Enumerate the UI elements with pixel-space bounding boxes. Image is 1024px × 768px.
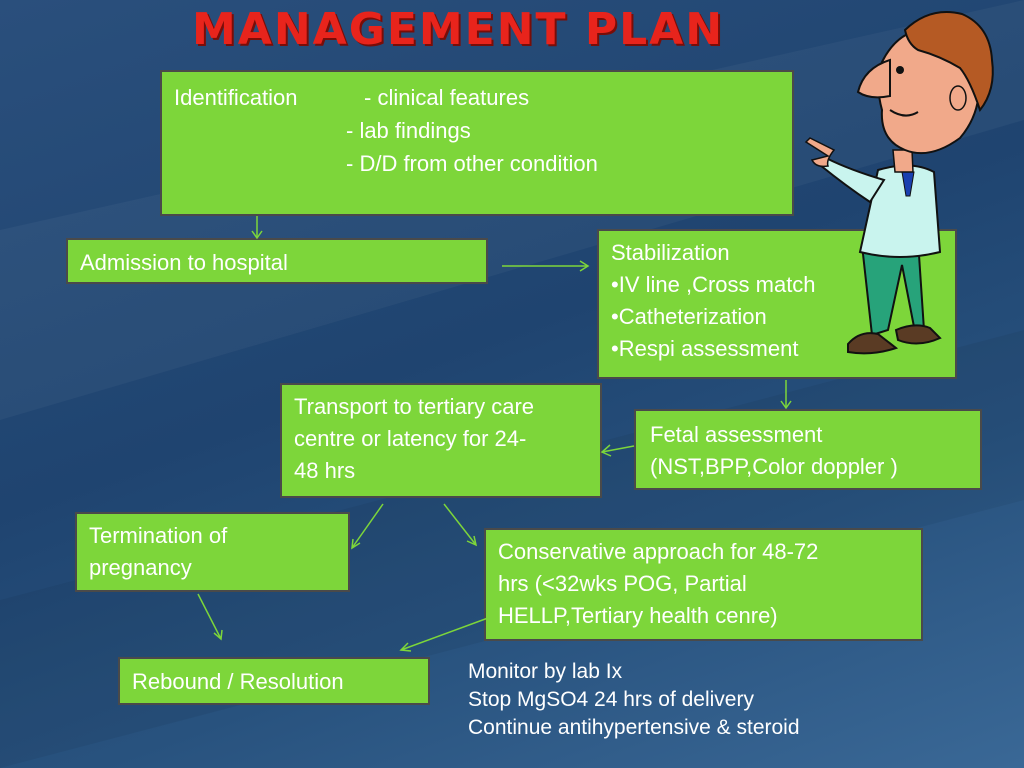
arrow-fetal-to-transport bbox=[600, 444, 635, 457]
admission-label: Admission to hospital bbox=[80, 250, 288, 275]
note-line: Monitor by lab Ix bbox=[468, 660, 623, 683]
identification-item: - D/D from other condition bbox=[346, 151, 598, 176]
conservative-line: hrs (<32wks POG, Partial bbox=[498, 571, 747, 596]
stabilization-line: •Respi assessment bbox=[611, 336, 799, 361]
note-line: Stop MgSO4 24 hrs of delivery bbox=[468, 688, 754, 711]
transport-box: Transport to tertiary care centre or lat… bbox=[280, 383, 602, 498]
identification-item: - clinical features bbox=[364, 85, 530, 110]
fetal-line: (NST,BPP,Color doppler ) bbox=[650, 454, 898, 479]
conservative-line: HELLP,Tertiary health cenre) bbox=[498, 603, 778, 628]
conservative-box: Conservative approach for 48-72 hrs (<32… bbox=[484, 528, 923, 641]
note-line: Continue antihypertensive & steroid bbox=[468, 716, 800, 739]
admission-box: Admission to hospital bbox=[66, 238, 488, 284]
transport-line: centre or latency for 24- bbox=[294, 426, 527, 451]
arrow-termination-to-rebound bbox=[197, 593, 223, 641]
stabilization-line: Stabilization bbox=[611, 240, 730, 265]
termination-line: Termination of bbox=[89, 523, 228, 548]
monitoring-notes: Monitor by lab Ix Stop MgSO4 24 hrs of d… bbox=[468, 658, 800, 742]
identification-label: Identification bbox=[174, 85, 298, 110]
stabilization-line: •Catheterization bbox=[611, 304, 767, 329]
fetal-assessment-box: Fetal assessment (NST,BPP,Color doppler … bbox=[634, 409, 982, 490]
rebound-label: Rebound / Resolution bbox=[132, 669, 344, 694]
stabilization-line: •IV line ,Cross match bbox=[611, 272, 816, 297]
arrow-transport-to-termination bbox=[351, 503, 384, 550]
fetal-line: Fetal assessment bbox=[650, 422, 823, 447]
arrow-identification-to-admission bbox=[251, 216, 263, 240]
arrow-stabilization-to-fetal bbox=[780, 380, 792, 410]
termination-line: pregnancy bbox=[89, 555, 192, 580]
arrow-transport-to-conservative bbox=[443, 503, 478, 547]
page-title: MANAGEMENT PLAN bbox=[192, 4, 725, 55]
transport-line: 48 hrs bbox=[294, 458, 356, 483]
transport-line: Transport to tertiary care bbox=[294, 394, 535, 419]
conservative-line: Conservative approach for 48-72 bbox=[498, 539, 819, 564]
rebound-box: Rebound / Resolution bbox=[118, 657, 430, 705]
arrow-conservative-to-rebound bbox=[399, 617, 489, 652]
identification-item: - lab findings bbox=[346, 118, 471, 143]
termination-box: Termination of pregnancy bbox=[75, 512, 350, 592]
arrow-admission-to-stabilization bbox=[502, 260, 590, 272]
identification-box: Identification - clinical features - lab… bbox=[160, 70, 794, 216]
